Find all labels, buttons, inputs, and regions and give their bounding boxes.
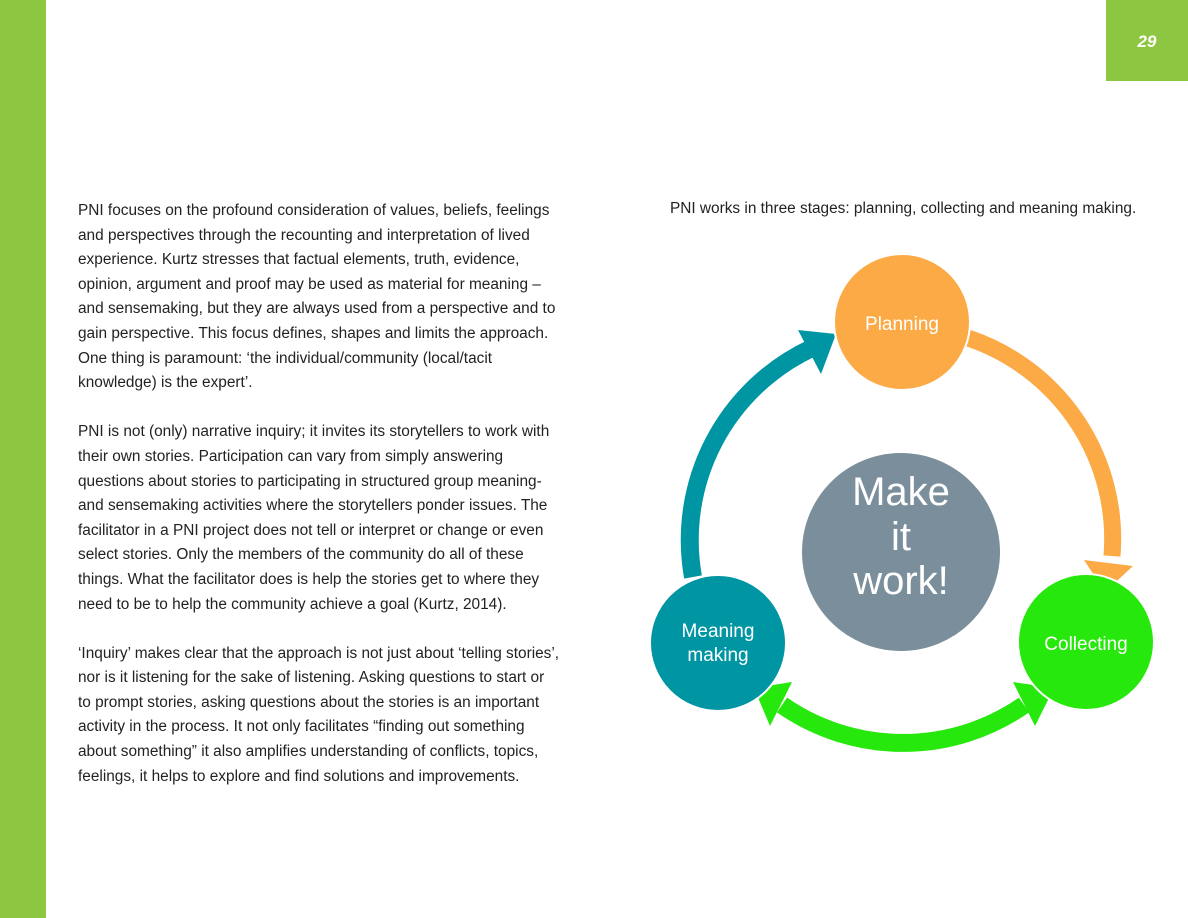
- collecting-label: Collecting: [1044, 634, 1127, 655]
- planning-label: Planning: [865, 314, 939, 335]
- meaning-making-label: Meaning: [682, 621, 755, 642]
- green-sidebar-band: [0, 0, 46, 918]
- collecting-circle: [1017, 573, 1155, 711]
- page-number: 29: [1106, 0, 1188, 81]
- center-circle: [802, 453, 1000, 651]
- planning-circle: [833, 253, 971, 391]
- meaning-making-label: making: [687, 645, 748, 666]
- arrow-meaning-to-planning: [680, 339, 816, 579]
- meaning-making-circle: [649, 574, 787, 712]
- body-text: PNI focuses on the profound consideratio…: [78, 199, 560, 814]
- arrow-collecting-meaning: [776, 697, 1030, 752]
- center-label: work!: [852, 559, 949, 603]
- arrowhead-icon: [798, 330, 836, 374]
- paragraph: ‘Inquiry’ makes clear that the approach …: [78, 644, 560, 785]
- paragraph: PNI focuses on the profound consideratio…: [78, 202, 556, 392]
- center-label: it: [891, 515, 911, 559]
- paragraph: PNI is not (only) narrative inquiry; it …: [78, 423, 550, 613]
- diagram-caption: PNI works in three stages: planning, col…: [670, 200, 1137, 217]
- arrowhead-icon: [1084, 560, 1133, 592]
- arrow-planning-to-collecting: [965, 329, 1122, 557]
- center-label: Make: [852, 470, 950, 514]
